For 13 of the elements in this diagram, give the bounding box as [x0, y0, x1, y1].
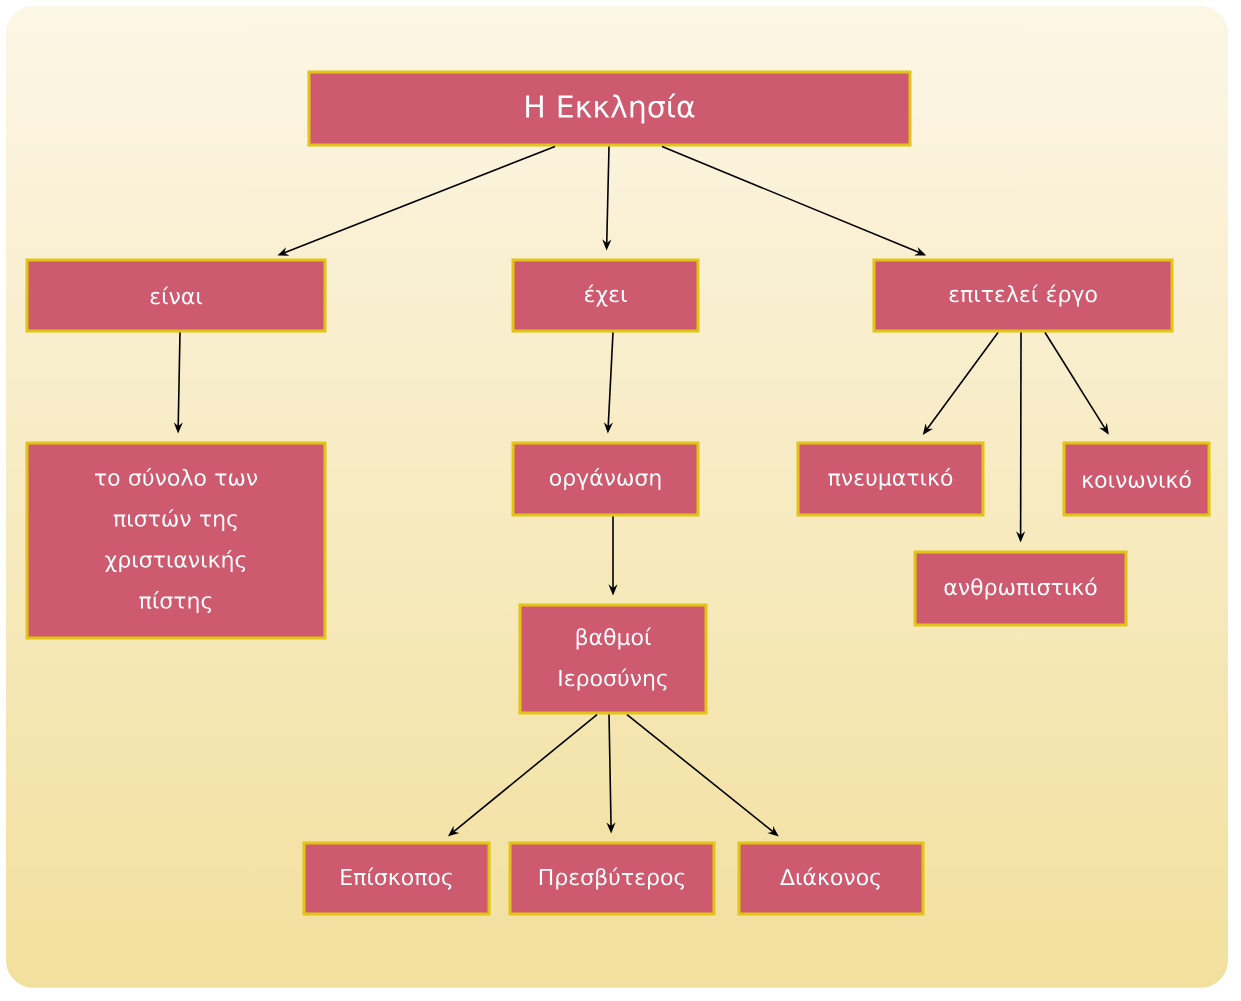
concept-box: ανθρωπιστικό	[913, 550, 1128, 627]
concept-box: επιτελεί έργο	[872, 258, 1174, 333]
concept-box: βαθμοί Ιεροσύνης	[518, 603, 708, 715]
concept-box: Επίσκοπος	[302, 841, 491, 916]
concept-box: Πρεσβύτερος	[508, 841, 716, 916]
concept-box: Η Εκκλησία	[307, 70, 912, 147]
concept-box: κοινωνικό	[1062, 441, 1211, 517]
concept-box: το σύνολο των πιστών της χριστιανικής πίστης	[25, 441, 327, 640]
concept-box: είναι	[25, 258, 327, 333]
concept-box: πνευματικό	[796, 441, 985, 517]
concept-box: έχει	[511, 258, 700, 333]
concept-box: οργάνωση	[511, 441, 700, 517]
concept-box: Διάκονος	[737, 841, 925, 916]
